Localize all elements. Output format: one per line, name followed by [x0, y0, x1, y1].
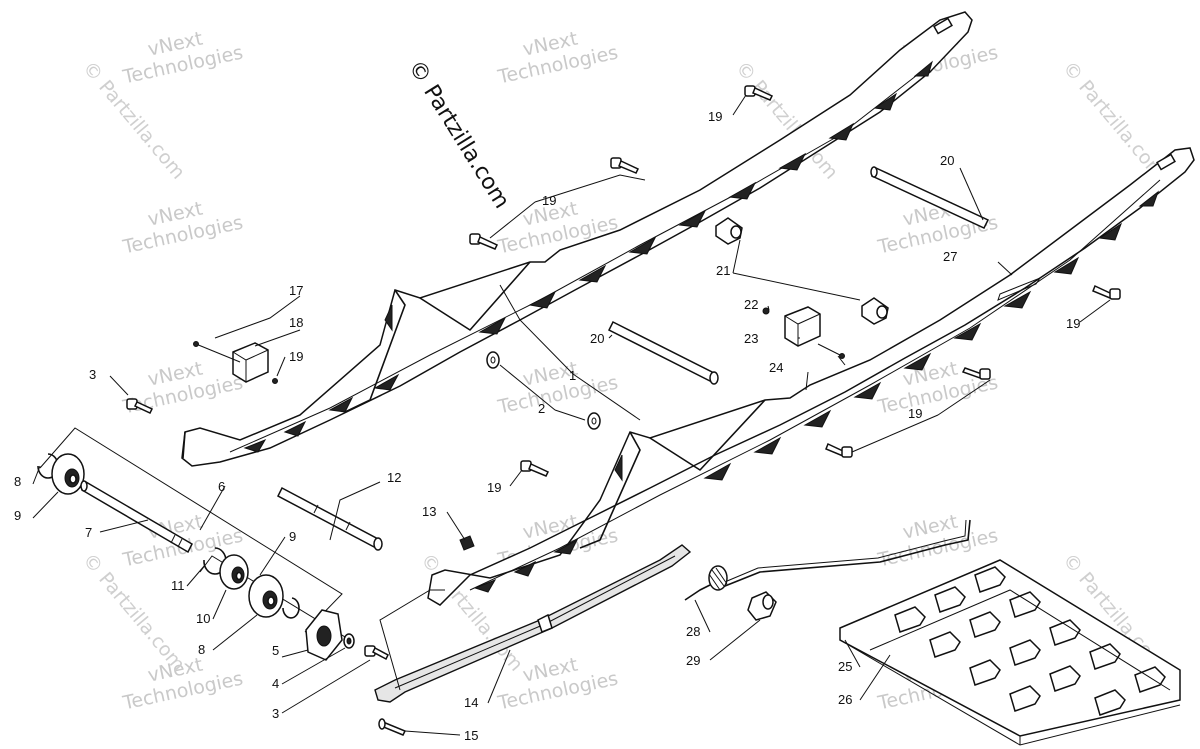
callout-label: 19: [708, 109, 722, 124]
callout-label: 19: [289, 349, 303, 364]
callout-label: 10: [196, 611, 210, 626]
callout-label: 23: [744, 331, 758, 346]
callout-label: 19: [1066, 316, 1080, 331]
bolt-19-front: [520, 460, 550, 477]
rail-decal: [997, 276, 1042, 301]
callout-label: 14: [464, 695, 478, 710]
stopper-block-17: [232, 342, 269, 383]
callout-label: 21: [716, 263, 730, 278]
right-rail-rear-slot: [1156, 153, 1176, 171]
spring-assembly: [684, 519, 971, 621]
right-rail-brace: [649, 399, 766, 471]
track-section: [839, 559, 1181, 746]
bolt-24: [817, 343, 843, 357]
callout-label: 3: [272, 706, 279, 721]
callout-label: 27: [943, 249, 957, 264]
bolt-19-lower: [825, 442, 853, 458]
right-rail-cutouts: [473, 190, 1160, 593]
bolt-3-upper: [126, 398, 154, 414]
left-rail-rear-slot: [933, 17, 953, 35]
callout-label: 22: [744, 297, 758, 312]
callout-label: 25: [838, 659, 852, 674]
callout-label: 11: [171, 578, 185, 593]
callout-label: 24: [769, 360, 783, 375]
nut-22: [762, 307, 770, 315]
stopper-block-23: [784, 306, 821, 347]
watermark-partzilla: © Partzilla.com: [1058, 57, 1169, 183]
shaft-end: [709, 371, 719, 385]
callout-label: 29: [686, 653, 700, 668]
bolt-19-top: [744, 85, 774, 101]
bolt-19-mid-right: [961, 367, 991, 380]
right-rail-inner-edge: [469, 179, 1161, 591]
bolt-3-lower: [364, 645, 389, 661]
left-rail-body: [181, 11, 973, 467]
left-rail-cutouts: [243, 60, 933, 453]
cross-shafts: [277, 166, 990, 551]
bolt-19-upper-left: [610, 157, 640, 174]
torsion-spring-arm: [684, 519, 971, 601]
callout-label: 18: [289, 315, 303, 330]
callout-label: 26: [838, 692, 852, 707]
right-rail-upright: [579, 431, 641, 549]
washer-2-left: [486, 351, 500, 369]
left-slide-rail: [181, 11, 973, 467]
shaft-end: [373, 537, 383, 551]
callout-label: 2: [538, 401, 545, 416]
callout-labels: 19 20 19 21 27 19 22 23 24 19 20 1 2 17 …: [14, 109, 1080, 743]
front-axle-assembly: [37, 427, 355, 661]
callout-label: 6: [218, 479, 225, 494]
washer-2-right: [587, 412, 601, 430]
shaft-end: [870, 166, 878, 178]
left-rail-brace: [419, 261, 531, 331]
callout-label: 9: [14, 508, 21, 523]
callout-label: 8: [198, 642, 205, 657]
copyright-notice: © Partzilla.com: [403, 56, 514, 213]
callout-label: 5: [272, 643, 279, 658]
hardware: [126, 85, 1121, 736]
right-rail-body: [427, 147, 1195, 606]
bolt-19-mid-left: [469, 233, 499, 250]
callout-label: 1: [569, 368, 576, 383]
callout-label: 13: [422, 504, 436, 519]
callout-label: 17: [289, 283, 303, 298]
left-rail-upright: [344, 289, 406, 413]
leader-lines: [32, 94, 1111, 736]
callout-label: 20: [940, 153, 954, 168]
callout-label: 19: [908, 406, 922, 421]
callout-label: 20: [590, 331, 604, 346]
bolt-16: [195, 343, 241, 363]
callout-label: 19: [487, 480, 501, 495]
mid-cross-shaft: [607, 320, 718, 384]
callout-label: 9: [289, 529, 296, 544]
callout-label: 8: [14, 474, 21, 489]
callout-label: 28: [686, 624, 700, 639]
callout-label: 4: [272, 676, 279, 691]
right-slide-rail: [427, 147, 1195, 606]
nut-18: [272, 378, 278, 384]
nut-13: [459, 535, 475, 551]
callout-label: 3: [89, 367, 96, 382]
snap-ring-8-lower: [282, 597, 300, 619]
left-rail-inner-edge: [229, 64, 931, 453]
callout-label: 7: [85, 525, 92, 540]
bolt-19-right: [1092, 284, 1121, 300]
callout-label: 15: [464, 728, 478, 743]
callout-label: 19: [542, 193, 556, 208]
track-clips: [894, 566, 1166, 716]
slide-wear-strip: [374, 544, 692, 703]
callout-label: 12: [387, 470, 401, 485]
